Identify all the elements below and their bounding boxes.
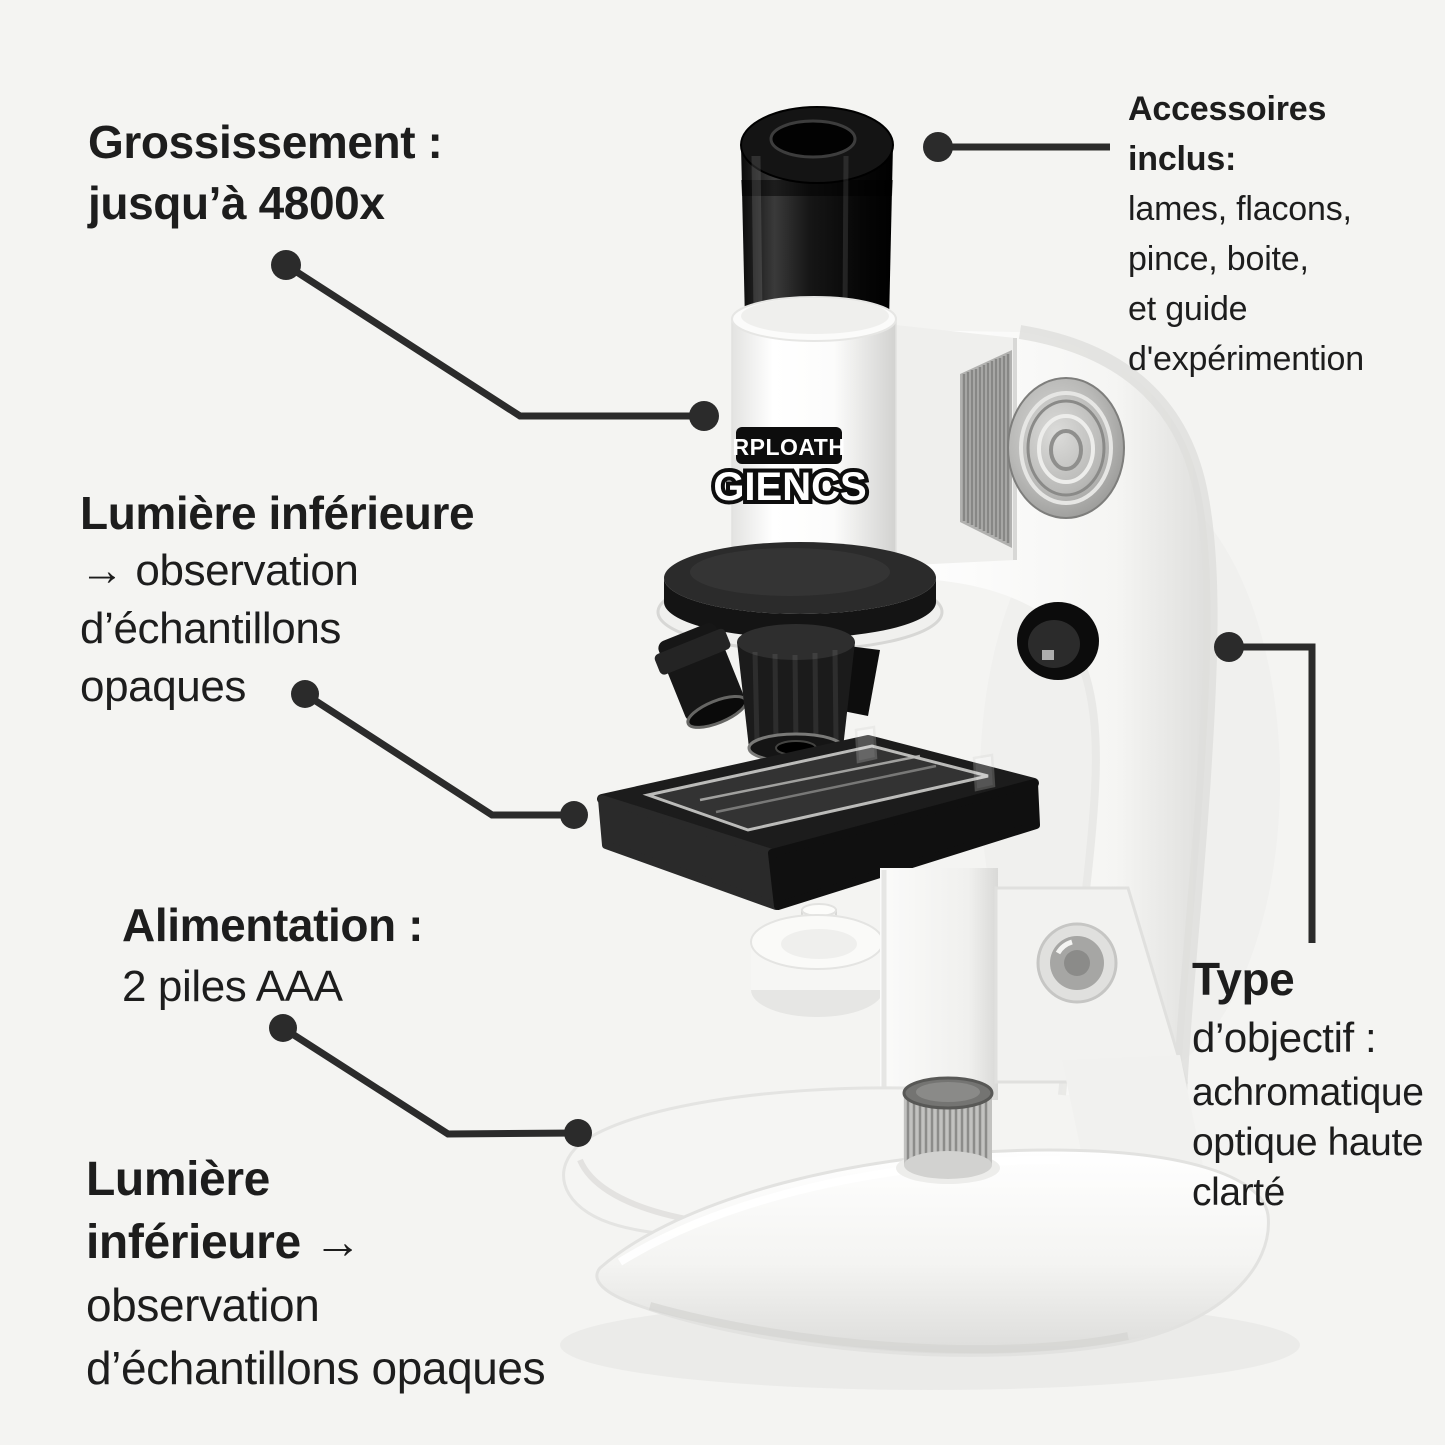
focus-knob	[960, 350, 1125, 548]
lower-light-bottom-label: Lumière inférieure → observation d’échan…	[86, 1148, 546, 1400]
arm-foot	[1062, 1055, 1205, 1175]
side-knob	[1017, 602, 1099, 680]
objective-type-line3: clarté	[1192, 1171, 1285, 1214]
accessories-title-line1: Accessoires	[1128, 90, 1327, 128]
leader-lower-light	[291, 680, 588, 829]
objective-type-line2: optique haute	[1192, 1121, 1424, 1164]
objective-type-line1: achromatique	[1192, 1071, 1424, 1114]
eyepiece	[740, 106, 894, 342]
objective-type-label: Type d’objectif : achromatique optique h…	[1192, 950, 1424, 1218]
power-label: Alimentation : 2 piles AAA	[122, 894, 423, 1018]
body-tube: RPLOATH GIENCS	[709, 296, 897, 582]
stage-slide	[642, 725, 996, 832]
lower-light-upper-line1: → observation	[80, 546, 359, 595]
stage-plate	[597, 725, 1040, 910]
lower-light-bottom-line2: d’échantillons opaques	[86, 1342, 546, 1394]
nosepiece	[656, 542, 944, 652]
lower-light-upper-label: Lumière inférieure → observation d’échan…	[80, 484, 475, 716]
lower-light-bottom-title1: Lumière	[86, 1153, 270, 1206]
power-title: Alimentation :	[122, 899, 424, 951]
pillar	[880, 868, 998, 1100]
understage-light	[750, 903, 884, 1017]
objective-type-subtitle: d’objectif :	[1192, 1014, 1377, 1061]
leader-accessories	[923, 132, 1110, 162]
accessories-item-line2: pince, boite,	[1128, 240, 1309, 278]
brand-line1: RPLOATH	[733, 434, 846, 460]
arm-bracket	[994, 886, 1189, 1084]
objective-tilted	[654, 622, 748, 729]
accessories-item-line4: d'expérimention	[1128, 340, 1364, 378]
objective-type-title: Type	[1192, 953, 1295, 1005]
magnification-label: Grossissement : jusqu’à 4800x	[88, 112, 443, 234]
accessories-item-line1: lames, flacons,	[1128, 190, 1352, 228]
lower-light-upper-line3: opaques	[80, 662, 247, 711]
leader-lines	[269, 132, 1316, 1147]
lower-light-bottom-line1: observation	[86, 1279, 320, 1331]
bracket-lens	[1036, 922, 1118, 1004]
magnification-value: jusqu’à 4800x	[88, 177, 385, 229]
lower-light-bottom-title2: inférieure →	[86, 1216, 362, 1269]
objective-main	[737, 624, 855, 764]
magnification-title: Grossissement :	[88, 116, 443, 168]
brand-line2: GIENCS	[713, 465, 866, 509]
accessories-item-line3: et guide	[1128, 290, 1248, 328]
lower-light-upper-line2: d’échantillons	[80, 604, 342, 653]
leader-power	[269, 1014, 592, 1147]
leader-objective-type	[1214, 632, 1316, 943]
accessories-label: Accessoires inclus: lames, flacons, pinc…	[1128, 84, 1364, 384]
brand-label: RPLOATH GIENCS	[709, 427, 871, 513]
lower-light-upper-title: Lumière inférieure	[80, 487, 475, 539]
battery-knob	[896, 1076, 1000, 1184]
leader-magnification	[271, 250, 719, 431]
accessories-title-line2: inclus:	[1128, 140, 1237, 178]
power-value: 2 piles AAA	[122, 962, 343, 1011]
